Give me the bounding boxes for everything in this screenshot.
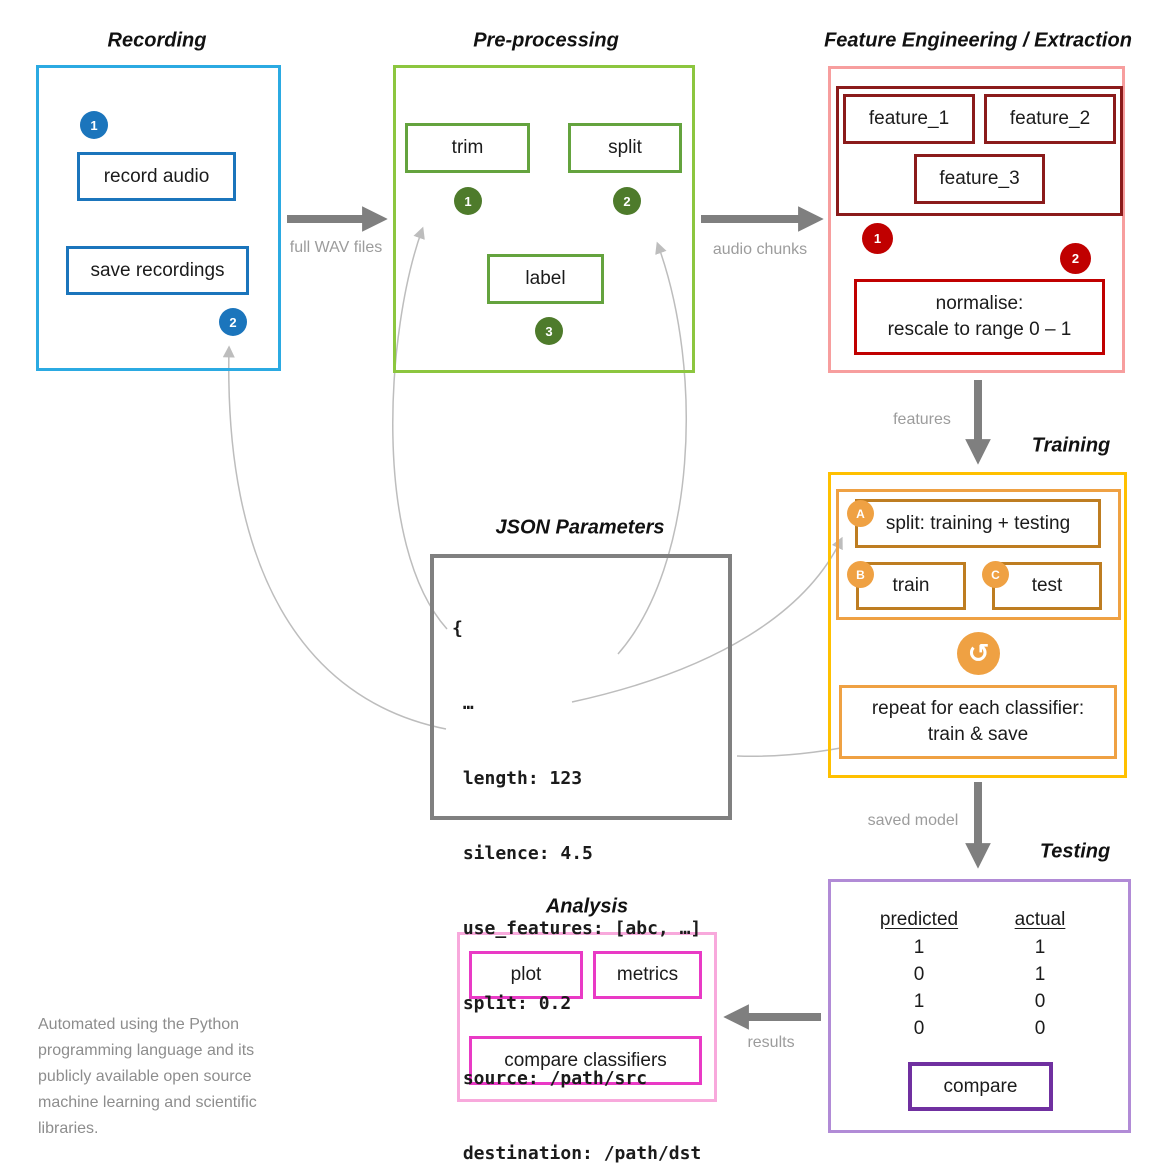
footer-line: libraries. xyxy=(38,1120,99,1137)
recording-panel xyxy=(36,65,281,371)
training-title: Training xyxy=(1031,434,1111,457)
label-box: label xyxy=(487,254,604,304)
repeat-classifier-box: repeat for each classifier: train & save xyxy=(839,685,1117,759)
preprocessing-step1-badge: 1 xyxy=(454,187,482,215)
feature-1-box: feature_1 xyxy=(843,94,975,144)
trim-box: trim xyxy=(405,123,530,173)
loop-icon: ↺ xyxy=(957,632,1000,675)
json-parameters-panel xyxy=(430,554,732,820)
split-box: split xyxy=(568,123,682,173)
preprocessing-title: Pre-processing xyxy=(473,29,619,52)
actual-value: 0 xyxy=(1034,991,1046,1012)
recording-step2-badge: 2 xyxy=(219,308,247,336)
save-recordings-box: save recordings xyxy=(66,246,249,295)
features-title: Feature Engineering / Extraction xyxy=(824,29,1132,52)
features-label: features xyxy=(893,411,951,428)
training-panel xyxy=(828,472,1127,778)
normalise-line1: normalise: xyxy=(935,293,1024,314)
repeat-line1: repeat for each classifier: xyxy=(871,698,1085,719)
split-training-testing-box: split: training + testing xyxy=(855,499,1101,548)
json-parameters-title: JSON Parameters xyxy=(495,516,665,539)
predicted-value: 0 xyxy=(913,1018,925,1039)
features-step1-badge: 1 xyxy=(862,223,893,254)
footer-line: machine learning and scientific xyxy=(38,1094,257,1111)
json-line: source: /path/src xyxy=(452,1068,648,1089)
testing-title: Testing xyxy=(1039,840,1111,863)
footer-line: programming language and its xyxy=(38,1042,255,1059)
audio-chunks-label: audio chunks xyxy=(712,241,808,258)
preprocessing-step2-badge: 2 xyxy=(613,187,641,215)
training-group-box xyxy=(836,489,1121,620)
json-code-block: { … length: 123 silence: 4.5 use_feature… xyxy=(452,566,701,1173)
json-line: length: 123 xyxy=(452,768,583,789)
repeat-line2: train & save xyxy=(927,724,1029,745)
testing-panel xyxy=(828,879,1131,1133)
recording-step1-badge: 1 xyxy=(80,111,108,139)
preprocessing-step3-badge: 3 xyxy=(535,317,563,345)
json-line: split: 0.2 xyxy=(452,993,572,1014)
json-line: … xyxy=(452,693,474,714)
features-group-box xyxy=(836,86,1123,216)
json-line: silence: 4.5 xyxy=(452,843,593,864)
recording-title: Recording xyxy=(107,29,207,52)
test-box: test xyxy=(992,562,1102,610)
saved-model-label: saved model xyxy=(867,812,959,829)
training-badge-b: B xyxy=(847,561,874,588)
actual-value: 1 xyxy=(1034,964,1046,985)
footer-line: publicly available open source xyxy=(38,1068,252,1085)
compare-classifiers-box: compare classifiers xyxy=(469,1036,702,1085)
plot-box: plot xyxy=(469,951,583,999)
analysis-title: Analysis xyxy=(545,895,629,918)
training-badge-a: A xyxy=(847,500,874,527)
actual-column-header: actual xyxy=(1014,909,1066,930)
normalise-line2: rescale to range 0 – 1 xyxy=(887,319,1072,340)
predicted-value: 1 xyxy=(913,937,925,958)
actual-value: 1 xyxy=(1034,937,1046,958)
json-line: { xyxy=(452,618,463,639)
json-line: use_features: [abc, …] xyxy=(452,918,702,939)
connector-source-to-recording xyxy=(222,345,447,730)
training-badge-c: C xyxy=(982,561,1009,588)
predicted-value: 1 xyxy=(913,991,925,1012)
footer-line: Automated using the Python xyxy=(38,1016,240,1033)
feature-3-box: feature_3 xyxy=(914,154,1045,204)
json-line: destination: /path/dst xyxy=(452,1143,702,1164)
analysis-panel xyxy=(457,932,717,1102)
actual-value: 0 xyxy=(1034,1018,1046,1039)
full-wav-files-label: full WAV files xyxy=(289,239,383,256)
features-step2-badge: 2 xyxy=(1060,243,1091,274)
feature-2-box: feature_2 xyxy=(984,94,1116,144)
preprocessing-panel xyxy=(393,65,695,373)
record-audio-box: record audio xyxy=(77,152,236,201)
predicted-value: 0 xyxy=(913,964,925,985)
metrics-box: metrics xyxy=(593,951,702,999)
train-box: train xyxy=(856,562,966,610)
results-label: results xyxy=(747,1034,795,1051)
features-panel xyxy=(828,66,1125,373)
predicted-column-header: predicted xyxy=(879,909,959,930)
compare-box: compare xyxy=(908,1062,1053,1111)
footer-note: Automated using the Python programming l… xyxy=(38,1012,257,1142)
normalise-box: normalise: rescale to range 0 – 1 xyxy=(854,279,1105,355)
